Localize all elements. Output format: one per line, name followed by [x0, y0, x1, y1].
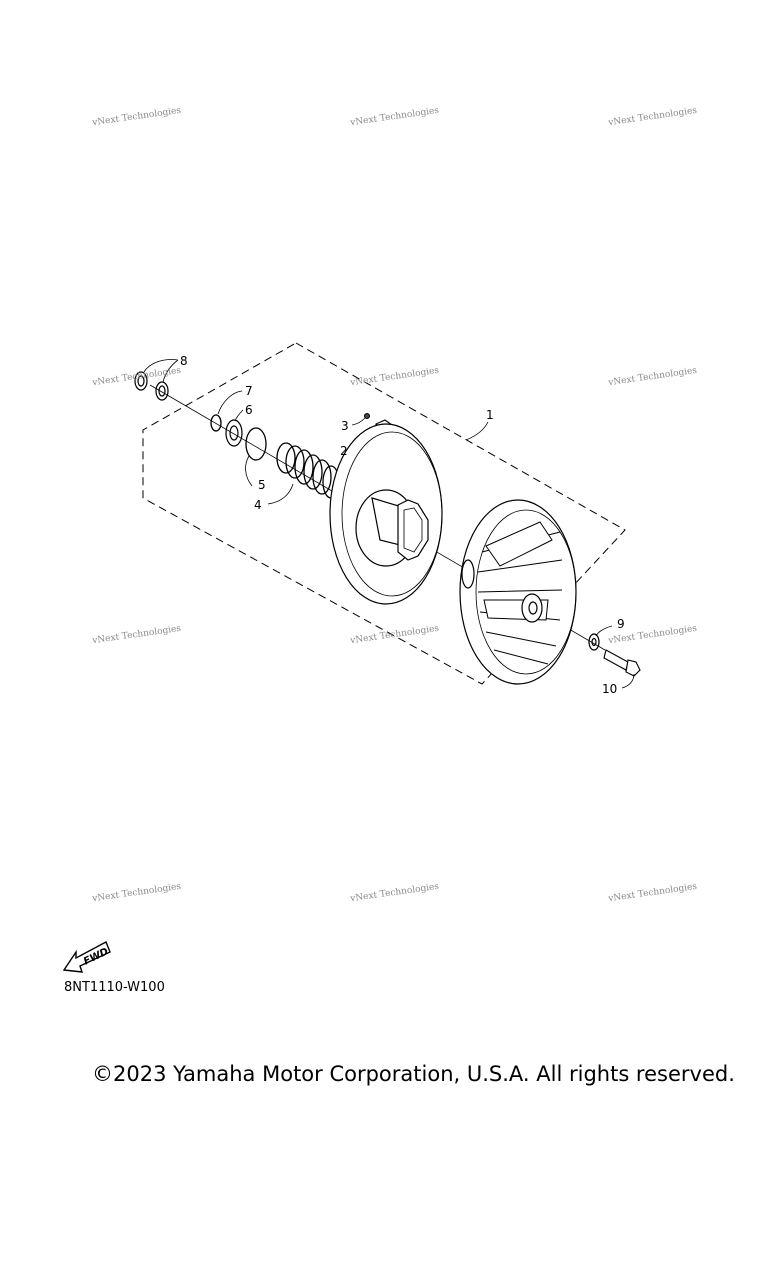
leader-3: [351, 417, 366, 426]
leader-4: [267, 483, 294, 505]
part-3-screw: [364, 413, 370, 419]
leader-5: [245, 455, 253, 487]
part-9-washer: [588, 633, 600, 651]
part-1-fixed-sheave: [459, 499, 577, 685]
part-7-snap-ring: [210, 414, 222, 432]
label-part-7: 7: [245, 384, 253, 398]
label-part-8: 8: [180, 354, 188, 368]
label-part-4: 4: [254, 498, 262, 512]
part-5-ring: [245, 427, 267, 461]
label-part-3: 3: [341, 419, 349, 433]
label-part-6: 6: [245, 403, 253, 417]
leader-6: [234, 409, 244, 422]
part-1-moveable-sheave: [329, 423, 443, 605]
copyright-notice: ©2023 Yamaha Motor Corporation, U.S.A. A…: [92, 1062, 735, 1086]
part-6-washer: [225, 419, 243, 447]
label-part-1: 1: [486, 408, 494, 422]
fwd-arrow-icon: FWD: [62, 941, 111, 973]
leader-1: [465, 421, 489, 441]
leader-9: [595, 625, 613, 637]
part-8-circlips: [134, 371, 169, 401]
leader-8: [143, 359, 179, 383]
leader-10: [621, 673, 635, 689]
label-part-2: 2: [340, 444, 348, 458]
label-part-5: 5: [258, 478, 266, 492]
diagram-code: 8NT1110-W100: [64, 980, 165, 995]
label-part-9: 9: [617, 617, 625, 631]
label-part-10: 10: [602, 682, 617, 696]
part-10-bolt: [603, 649, 641, 677]
assembly-boundary: [142, 342, 626, 685]
leader-7: [217, 390, 243, 415]
